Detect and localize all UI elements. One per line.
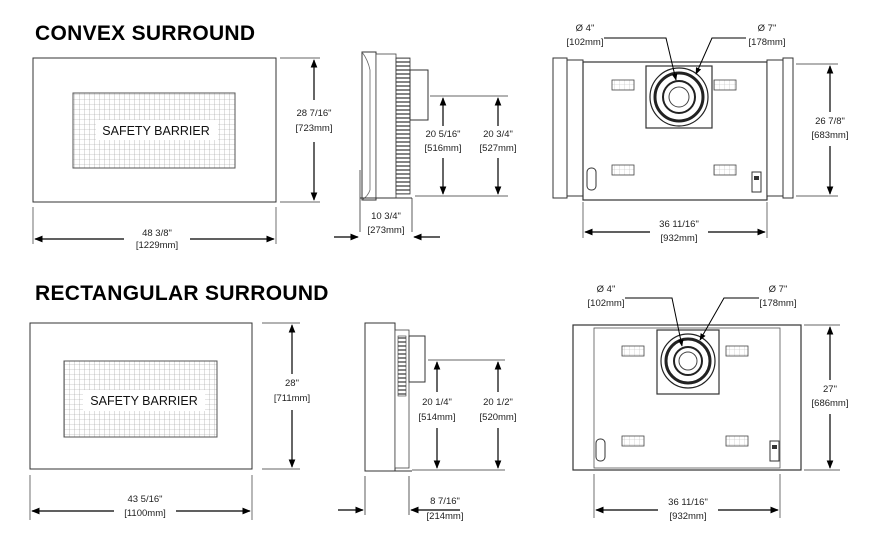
dim-label: [102mm] — [588, 298, 625, 309]
dim-label: [1229mm] — [136, 240, 178, 251]
dim-label: [1100mm] — [124, 508, 166, 519]
safety-barrier-label: SAFETY BARRIER — [90, 394, 197, 408]
rectangular-surround-heading: RECTANGULAR SURROUND — [35, 282, 329, 305]
rectangular-side-view — [364, 322, 426, 515]
dim-label: Ø 4" — [576, 23, 595, 34]
rectangular-front-view: SAFETY BARRIER — [29, 322, 253, 470]
dim-label: [711mm] — [274, 393, 310, 404]
dim-label: [214mm] — [427, 511, 464, 522]
dim-label: 48 3/8" — [142, 228, 172, 239]
convex-side-view — [359, 51, 429, 232]
dim-label: 36 11/16" — [659, 219, 699, 230]
dim-label: [102mm] — [567, 37, 604, 48]
safety-barrier-label: SAFETY BARRIER — [102, 124, 209, 138]
dim-label: [932mm] — [670, 511, 707, 522]
convex-surround-heading: CONVEX SURROUND — [35, 22, 256, 45]
convex-width-dimension: 48 3/8" [1229mm] — [32, 207, 277, 251]
dim-label: [514mm] — [419, 412, 456, 423]
rectangular-back-view — [572, 324, 802, 471]
dim-label: 20 1/4" — [422, 397, 452, 408]
dim-label: 43 5/16" — [127, 494, 162, 505]
rectangular-height-dimension: 28" [711mm] — [262, 322, 310, 470]
dim-label: 20 3/4" — [483, 129, 513, 140]
convex-back-dimensions: Ø 4" [102mm] Ø 7" [178mm] 26 7/8" [683mm… — [567, 23, 849, 244]
dim-label: [178mm] — [749, 37, 786, 48]
dim-label: [686mm] — [812, 398, 849, 409]
dim-label: 36 11/16" — [668, 497, 708, 508]
dim-label: Ø 4" — [597, 284, 616, 295]
dim-label: Ø 7" — [769, 284, 788, 295]
dim-label: 8 7/16" — [430, 496, 460, 507]
dim-label: 20 1/2" — [483, 397, 513, 408]
dim-label: 27" — [823, 384, 837, 395]
dim-label: [683mm] — [812, 130, 849, 141]
convex-front-view: SAFETY BARRIER — [32, 57, 277, 203]
dim-label: [932mm] — [661, 233, 698, 244]
dim-label: Ø 7" — [758, 23, 777, 34]
dim-label: [723mm] — [296, 123, 333, 134]
convex-back-view — [552, 57, 794, 201]
rectangular-back-dimensions: Ø 4" [102mm] Ø 7" [178mm] 27" [686mm] 36… — [588, 284, 849, 522]
rectangular-width-dimension: 43 5/16" [1100mm] — [29, 475, 253, 520]
dim-label: 26 7/8" — [815, 116, 845, 127]
convex-side-dimensions: 20 5/16" [516mm] 20 3/4" [527mm] 10 3/4"… — [334, 95, 517, 241]
dim-label: 10 3/4" — [371, 211, 401, 222]
dim-label: [516mm] — [425, 143, 462, 154]
dim-label: 28" — [285, 378, 299, 389]
rectangular-side-dimensions: 20 1/4" [514mm] 20 1/2" [520mm] 8 7/16" … — [338, 359, 517, 522]
dim-label: 20 5/16" — [425, 129, 460, 140]
dim-label: 28 7/16" — [296, 108, 331, 119]
dim-label: [520mm] — [480, 412, 517, 423]
dim-label: [273mm] — [368, 225, 405, 236]
dim-label: [178mm] — [760, 298, 797, 309]
convex-height-dimension: 28 7/16" [723mm] — [280, 57, 333, 203]
dim-label: [527mm] — [480, 143, 517, 154]
